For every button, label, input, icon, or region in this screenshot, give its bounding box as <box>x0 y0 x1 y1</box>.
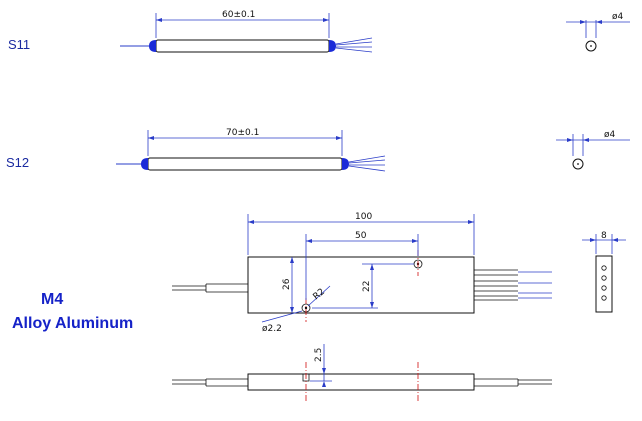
m4-title: M4 <box>41 291 63 308</box>
m4-top-view <box>172 250 552 322</box>
s12-end-view: ø4 <box>556 130 630 170</box>
s12-package <box>116 155 386 172</box>
m4-width-text: 26 <box>282 278 292 290</box>
m4-depth-text: 2.5 <box>314 348 324 362</box>
s12-length-text: 70±0.1 <box>226 128 259 138</box>
m4-end-view: 8 <box>582 231 626 313</box>
s11-package <box>120 37 373 53</box>
s11-end-view: ø4 <box>566 12 630 52</box>
m4-material: Alloy Aluminum <box>12 315 133 332</box>
m4-hole-offset-text: 50 <box>355 231 367 241</box>
label-s11: S11 <box>8 37 30 52</box>
label-s12: S12 <box>6 155 29 170</box>
m4-hole-vertical-dimension: 22 <box>312 263 414 309</box>
m4-depth-dimension: 2.5 <box>310 344 332 387</box>
m4-hole-vertical-text: 22 <box>362 281 372 292</box>
m4-side-view <box>172 362 552 402</box>
m4-end-width-text: 8 <box>601 231 607 241</box>
s11-length-text: 60±0.1 <box>222 10 255 20</box>
s11-length-dimension: 60±0.1 <box>155 10 330 38</box>
m4-hole-diameter-callout: ø2.2 <box>261 310 303 334</box>
m4-width-dimension: 26 <box>282 257 294 313</box>
m4-length-text: 100 <box>355 212 372 222</box>
s12-diameter-text: ø4 <box>604 130 616 140</box>
m4-hole-offset-dimension: 50 <box>305 231 419 300</box>
s11-diameter-text: ø4 <box>612 12 624 22</box>
m4-hole-diameter-text: ø2.2 <box>262 324 282 334</box>
s12-length-dimension: 70±0.1 <box>147 128 343 156</box>
m4-length-dimension: 100 <box>247 212 475 255</box>
